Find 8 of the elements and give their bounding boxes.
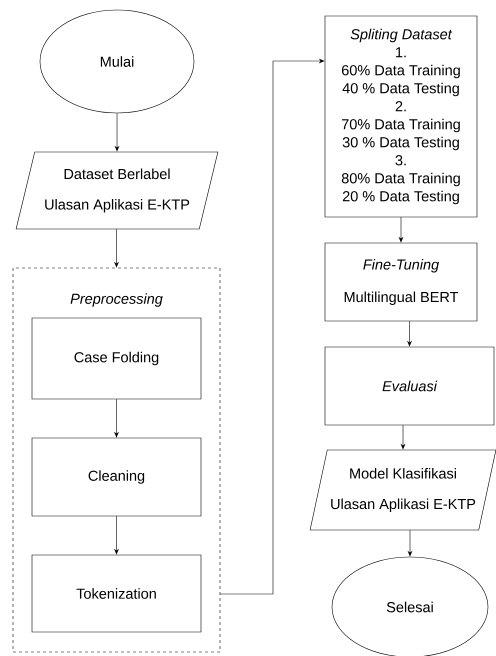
process-box: Case Folding [32, 318, 202, 400]
data-parallelogram: Model Klasifikasi Ulasan Aplikasi E-KTP [310, 450, 496, 530]
process-box: Evaluasi [324, 346, 494, 426]
process-box: Spliting Dataset 1. 60% Data Training 40 % Data Testing 2. 70% Data Training 30 % Data Testing 3. 80% Data Training 20 % Data Testing [324, 16, 478, 218]
process-box: Cleaning [32, 438, 202, 516]
data-parallelogram: Dataset Berlabel Ulasan Aplikasi E-KTP [16, 152, 218, 230]
process-box: Tokenization [32, 554, 202, 632]
process-box: Fine-Tuning Multilingual BERT [324, 242, 478, 322]
